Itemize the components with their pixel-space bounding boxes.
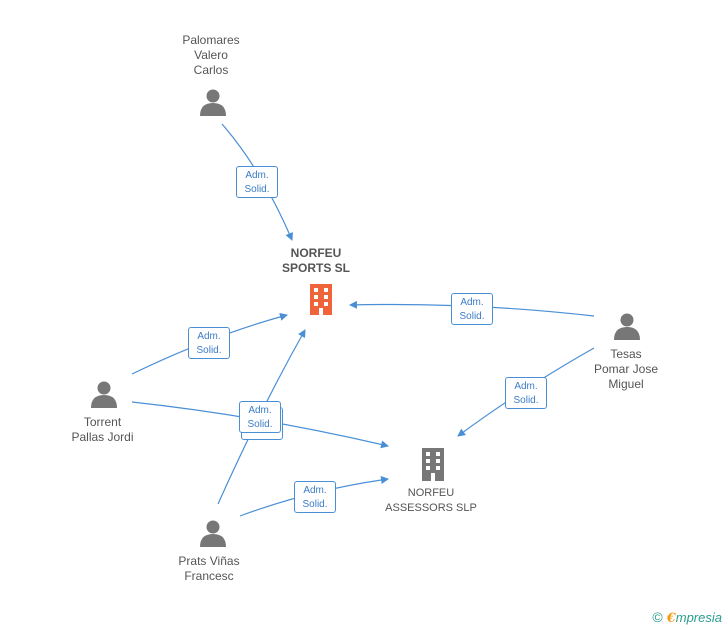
- brand-logo-letter: €: [666, 611, 676, 626]
- person-icon[interactable]: [199, 88, 227, 116]
- edge-label-torrent-sports[interactable]: Adm. Solid.: [188, 327, 230, 359]
- edge-label-tesas-sports[interactable]: Adm. Solid.: [451, 293, 493, 325]
- edge-label-torrent-prats[interactable]: Adm. Solid.: [239, 401, 281, 433]
- node-label-palomares: Palomares Valero Carlos: [182, 33, 240, 77]
- building-icon[interactable]: [417, 447, 449, 481]
- edge-label-tesas-assessors[interactable]: Adm. Solid.: [505, 377, 547, 409]
- person-icon[interactable]: [199, 519, 227, 547]
- person-icon[interactable]: [90, 380, 118, 408]
- node-label-norfeu-assessors: NORFEU ASSESSORS SLP: [385, 487, 477, 514]
- node-label-torrent: Torrent Pallas Jordi: [71, 415, 134, 444]
- brand-footer: ©€mpresia: [652, 609, 722, 626]
- node-label-norfeu-sports: NORFEU SPORTS SL: [281, 246, 350, 275]
- edge-label-palomares-sports[interactable]: Adm. Solid.: [236, 166, 278, 198]
- edge-label-prats-assessors[interactable]: Adm. Solid.: [294, 481, 336, 513]
- node-label-tesas: Tesas Pomar Jose Miguel: [593, 347, 659, 391]
- node-label-prats: Prats Viñas Francesc: [178, 554, 240, 583]
- person-icon[interactable]: [613, 312, 641, 340]
- brand-name: mpresia: [675, 610, 722, 625]
- copyright-symbol: ©: [652, 609, 663, 625]
- building-icon[interactable]: [305, 283, 337, 315]
